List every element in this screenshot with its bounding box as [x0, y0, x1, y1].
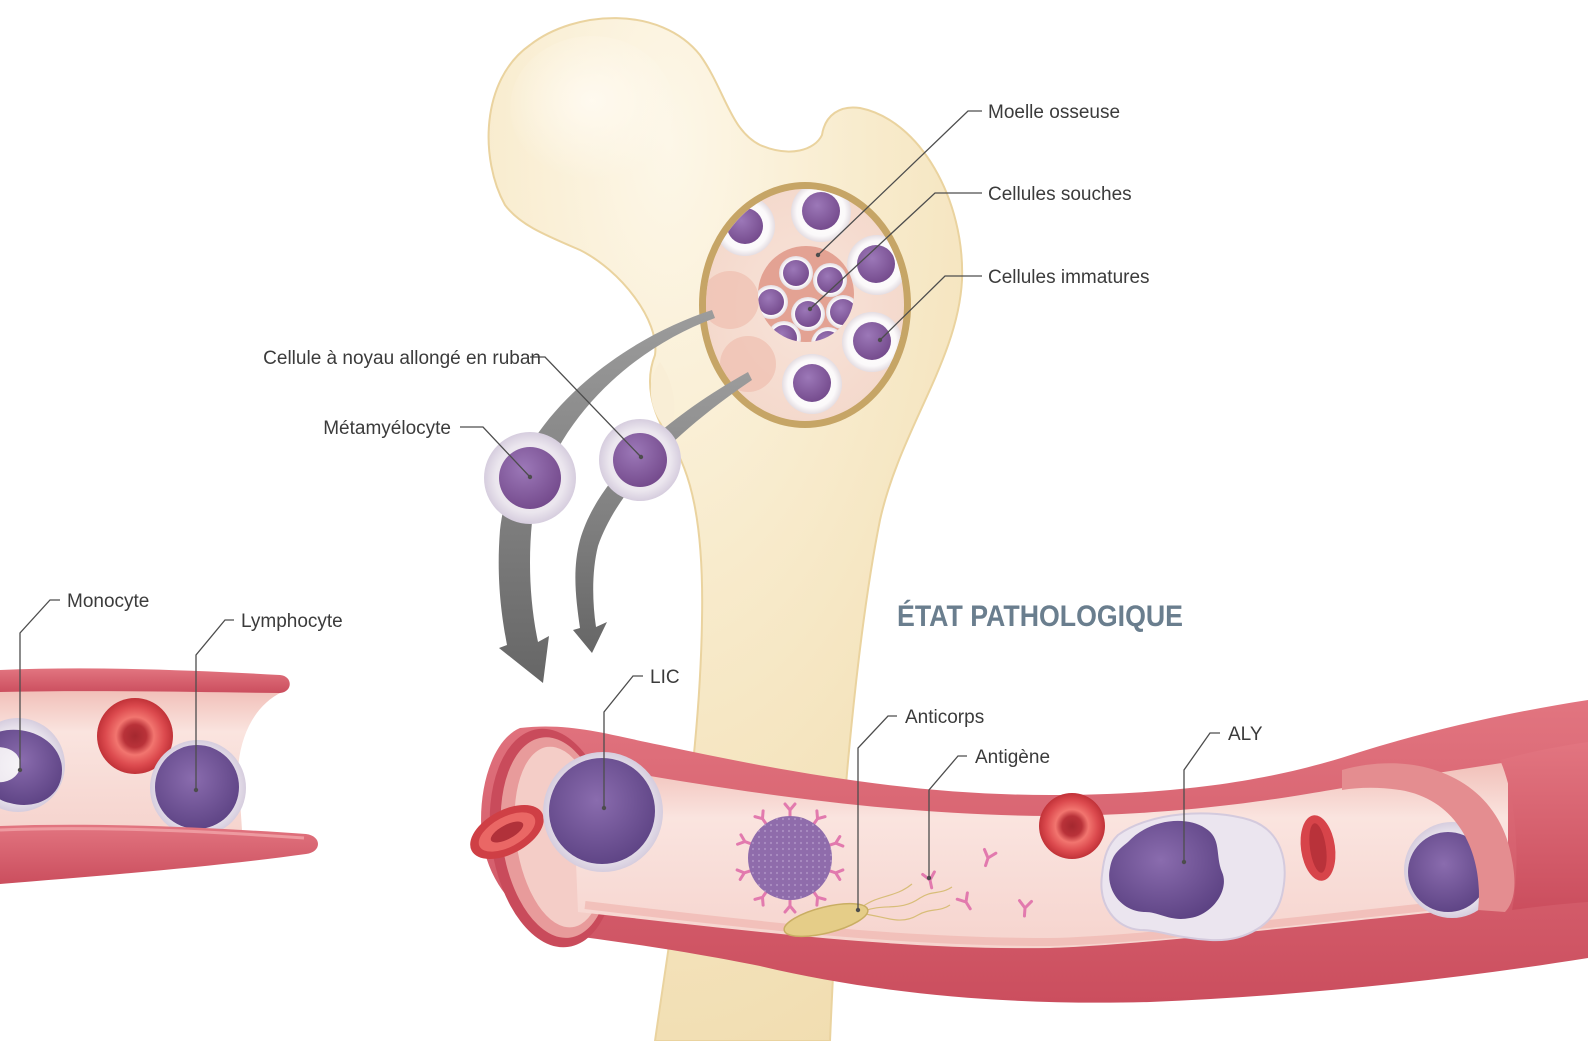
pale-marrow-cell	[701, 271, 759, 329]
lymphocyte-cell	[150, 740, 246, 836]
immature-cell	[782, 354, 842, 414]
lic-cell	[543, 752, 663, 872]
immature-cells-label: Cellules immatures	[988, 267, 1150, 288]
lic-label: LIC	[650, 667, 680, 688]
metamyelocyte-label: Métamyélocyte	[323, 418, 451, 439]
vessel-bottom-wall	[0, 825, 318, 884]
leader-dot	[18, 768, 22, 772]
stem-cell	[791, 297, 825, 331]
cell-nucleus	[549, 758, 655, 864]
leader-dot	[194, 788, 198, 792]
bone-marrow-label: Moelle osseuse	[988, 102, 1120, 123]
aly-cell	[1101, 813, 1284, 940]
leader-dot	[927, 876, 931, 880]
leader-dot	[602, 806, 606, 810]
lymphocyte-label: Lymphocyte	[241, 611, 343, 632]
cell-nucleus	[613, 433, 667, 487]
antigen-label: Antigène	[975, 747, 1050, 768]
cell-nucleus	[802, 192, 840, 230]
cell-nucleus	[793, 364, 831, 402]
cell-texture	[748, 816, 832, 900]
diagram-title: ÉTAT PATHOLOGIQUE	[897, 599, 1183, 633]
blood-vessel-normal	[0, 668, 318, 884]
leader-dot	[528, 475, 532, 479]
antibodies-label: Anticorps	[905, 707, 984, 728]
blood-vessel-pathological	[461, 700, 1588, 1003]
leader-dot	[808, 307, 812, 311]
cell-nucleus	[155, 745, 239, 829]
vessel-top-wall	[0, 668, 290, 693]
cell-nucleus	[857, 245, 895, 283]
femoral-head-highlight	[510, 36, 674, 180]
cell-nucleus	[853, 322, 891, 360]
monocyte-label: Monocyte	[67, 591, 149, 612]
leader-dot	[816, 253, 820, 257]
leader-dot	[639, 455, 643, 459]
aly-label: ALY	[1228, 724, 1263, 745]
stem-cells-label: Cellules souches	[988, 184, 1132, 205]
leader-dot	[856, 908, 860, 912]
band-cell	[599, 419, 681, 501]
leader-dot	[1182, 860, 1186, 864]
red-blood-cell	[1039, 793, 1105, 859]
leader-dot	[878, 338, 882, 342]
stem-cell	[779, 256, 813, 290]
band-cell-label: Cellule à noyau allongé en ruban	[263, 348, 541, 369]
